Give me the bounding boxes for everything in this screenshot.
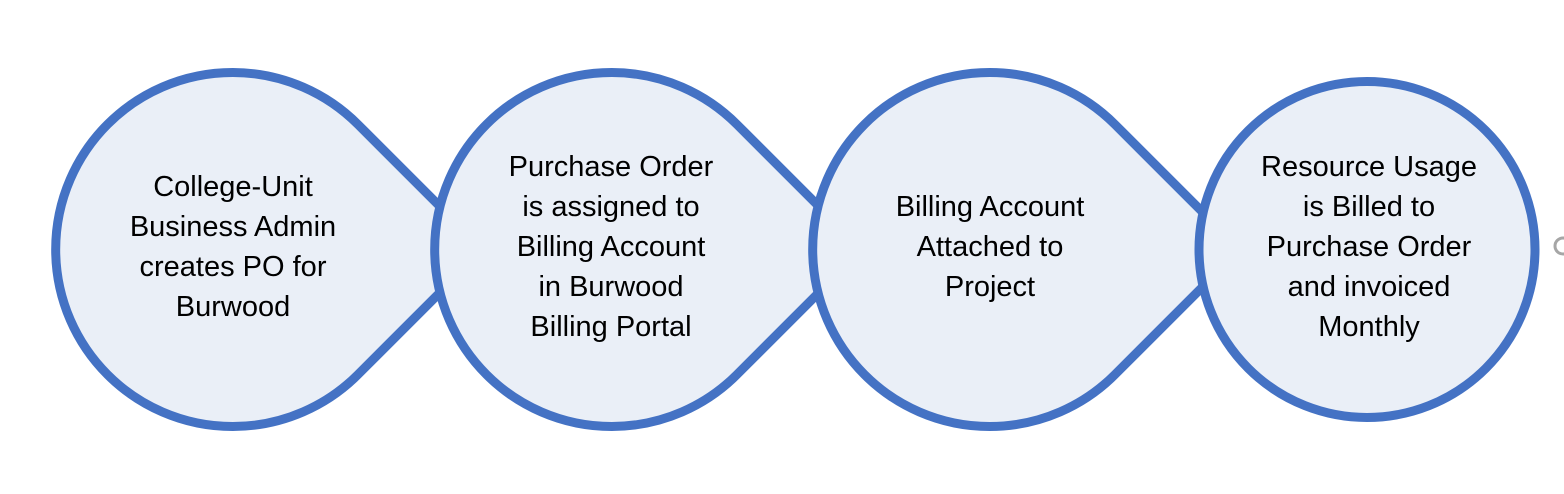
step-3-shape: [808, 68, 1247, 431]
step-1-label: College-Unit Business Admin creates PO f…: [129, 171, 337, 323]
step-2-label: Purchase Order is assigned to Billing Ac…: [508, 151, 714, 343]
step-4-shape: [1194, 77, 1540, 422]
step-3-label: Billing Account Attached to Project: [895, 191, 1085, 303]
step-2-shape: [430, 68, 869, 431]
selection-handle: [1553, 236, 1564, 256]
step-4-label: Resource Usage is Billed to Purchase Ord…: [1261, 151, 1477, 343]
step-1-shape: [51, 68, 490, 431]
